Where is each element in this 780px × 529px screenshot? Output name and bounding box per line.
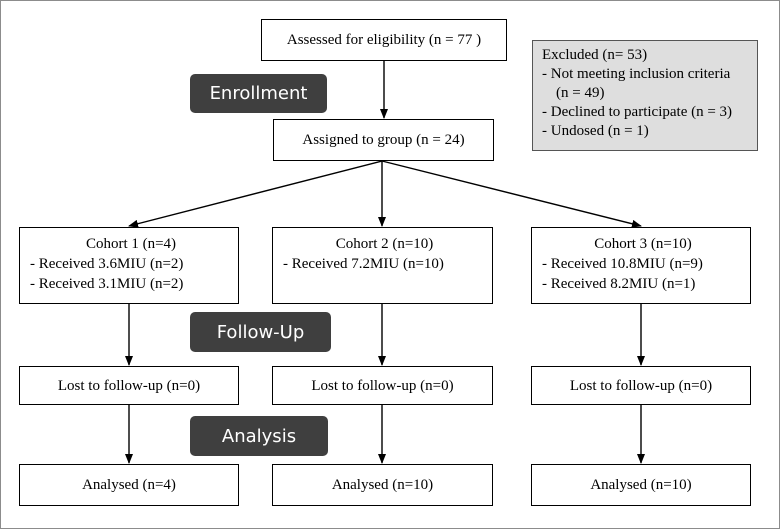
assigned-box: Assigned to group (n = 24)	[273, 119, 494, 161]
stage-label-analysis: Analysis	[190, 416, 328, 456]
analysed-box-2: Analysed (n=10)	[272, 464, 493, 506]
cohort-item: - Received 3.1MIU (n=2)	[30, 276, 184, 292]
analysed-label: Analysed (n=10)	[590, 477, 692, 493]
cohort-title: Cohort 3 (n=10)	[594, 236, 692, 252]
lost-label: Lost to follow-up (n=0)	[311, 377, 454, 394]
cohort-item: - Received 10.8MIU (n=9)	[542, 256, 703, 272]
lost-label: Lost to follow-up (n=0)	[569, 377, 713, 394]
arrow-assigned-to-cohort-3	[381, 160, 642, 228]
assigned-label: Assigned to group (n = 24)	[302, 132, 465, 148]
lost-box-1: Lost to follow-up (n=0)	[19, 366, 239, 405]
excluded-box: Excluded (n= 53) - Not meeting inclusion…	[532, 40, 758, 151]
cohort-title: Cohort 2 (n=10)	[335, 236, 434, 252]
analysed-label: Analysed (n=10)	[331, 477, 434, 493]
cohort-item: - Received 7.2MIU (n=10)	[283, 256, 444, 272]
excluded-reason: (n = 49)	[556, 85, 605, 101]
assessed-label: Assessed for eligibility (n = 77 )	[286, 32, 482, 48]
excluded-reason: - Declined to participate (n = 3)	[542, 104, 733, 120]
lost-box-3: Lost to follow-up (n=0)	[531, 366, 751, 405]
cohort-item: - Received 3.6MIU (n=2)	[30, 256, 184, 272]
cohort-box-3: Cohort 3 (n=10) - Received 10.8MIU (n=9)…	[531, 227, 751, 304]
analysed-box-1: Analysed (n=4)	[19, 464, 239, 506]
analysed-label: Analysed (n=4)	[82, 477, 176, 493]
assessed-box: Assessed for eligibility (n = 77 )	[261, 19, 507, 61]
excluded-reason: - Not meeting inclusion criteria	[542, 66, 731, 82]
excluded-title: Excluded (n= 53)	[542, 47, 648, 63]
stage-label-enrollment: Enrollment	[190, 74, 327, 113]
stage-label-follow-up: Follow-Up	[190, 312, 331, 352]
analysed-box-3: Analysed (n=10)	[531, 464, 751, 506]
cohort-item: - Received 8.2MIU (n=1)	[542, 276, 696, 292]
arrow-assigned-to-cohort-1	[128, 160, 383, 228]
lost-box-2: Lost to follow-up (n=0)	[272, 366, 493, 405]
lost-label: Lost to follow-up (n=0)	[57, 377, 201, 394]
cohort-box-1: Cohort 1 (n=4) - Received 3.6MIU (n=2) -…	[19, 227, 239, 304]
cohort-box-2: Cohort 2 (n=10) - Received 7.2MIU (n=10)	[272, 227, 493, 304]
cohort-title: Cohort 1 (n=4)	[85, 236, 177, 252]
excluded-reason: - Undosed (n = 1)	[542, 123, 649, 139]
